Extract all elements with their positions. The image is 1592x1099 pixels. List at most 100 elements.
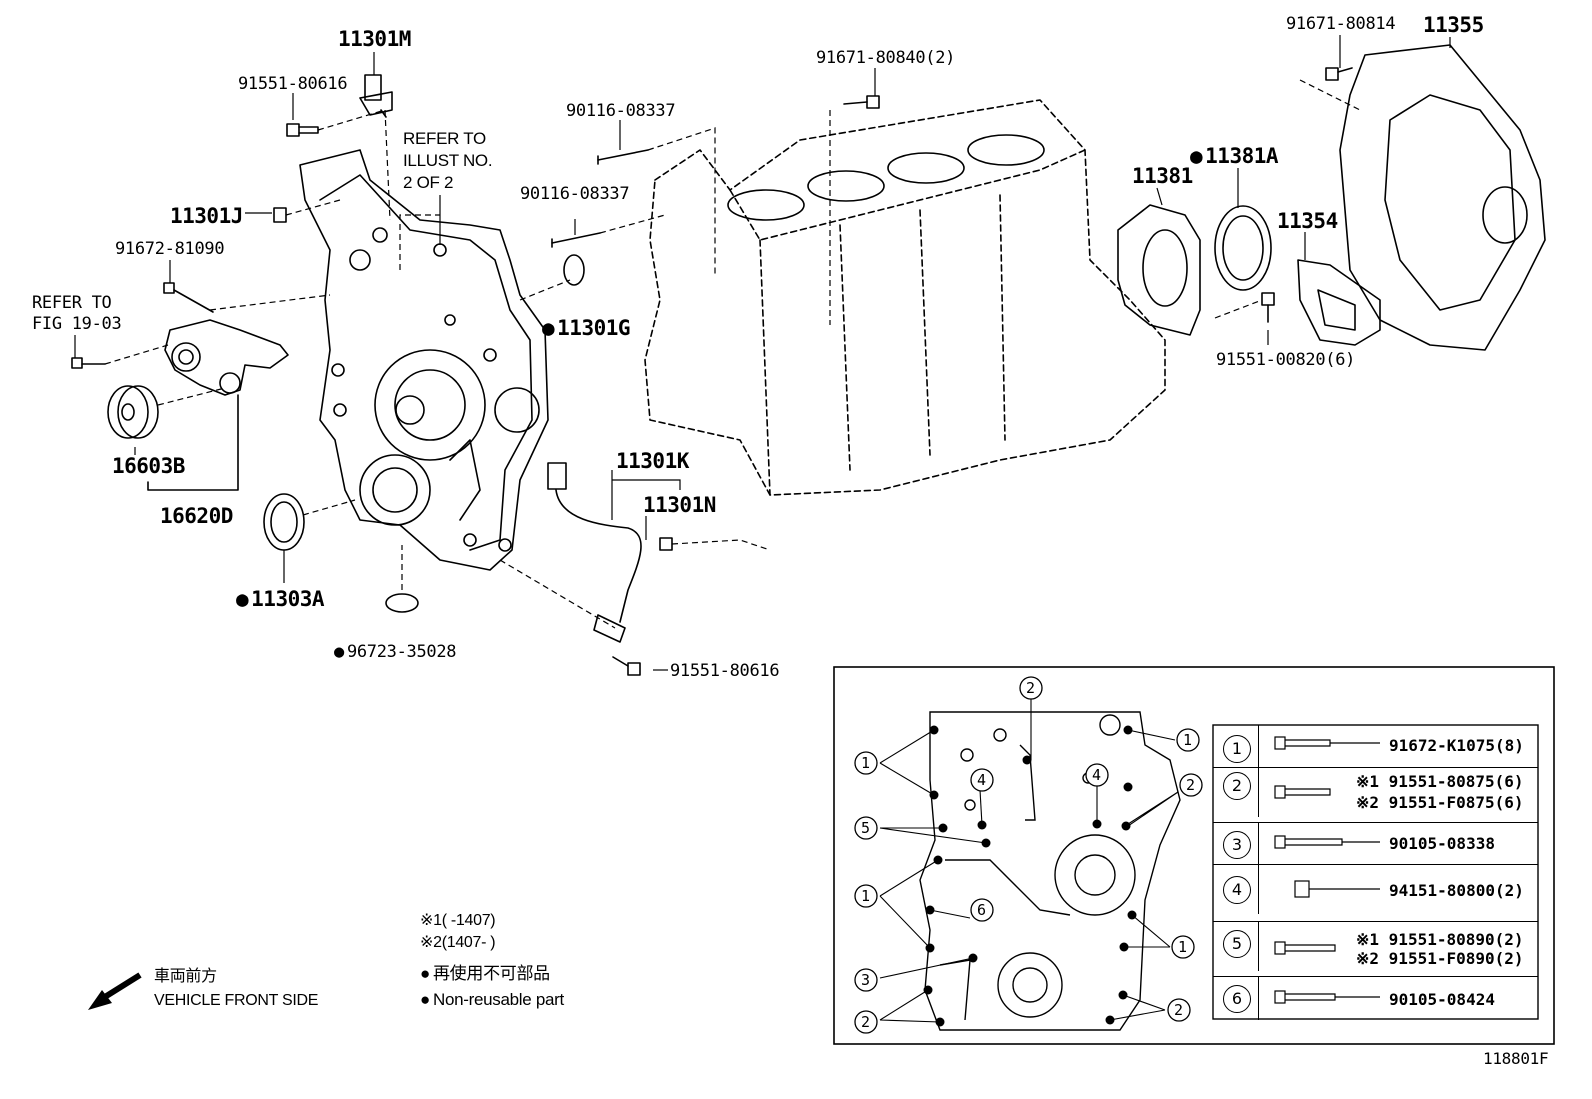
label-11301N: 11301N — [643, 493, 716, 517]
label-16620D: 16620D — [160, 504, 233, 528]
label-11354: 11354 — [1277, 209, 1338, 233]
label-91551-00820: 91551-00820(6) — [1216, 350, 1356, 370]
label-11301K: 11301K — [616, 449, 689, 473]
inset-callout-2-right: 2 — [1186, 776, 1195, 794]
legend-divider — [1258, 768, 1259, 817]
refer-illust-line1: REFER TO — [403, 129, 486, 148]
bracket-16620D — [147, 394, 239, 491]
label-11301M: 11301M — [338, 27, 411, 51]
legend-part-4: 94151-80800(2) — [1389, 881, 1524, 900]
label-11303A: 11303A — [236, 588, 324, 610]
legend-row-3: 3 90105-08338 — [1213, 822, 1538, 872]
note-nonreusable-jp-text: 再使用不可部品 — [432, 964, 550, 983]
label-90116-08337-b: 90116-08337 — [520, 184, 630, 204]
legend-num-2: 2 — [1223, 772, 1251, 800]
legend-part-2b: ※2 91551-F0875(6) — [1356, 793, 1524, 812]
label-91551-80616-bottom: 91551-80616 — [670, 661, 780, 681]
cylinder-bores — [727, 134, 1045, 221]
crank-sensor-11301K — [547, 462, 642, 643]
inset-callout-3: 3 — [861, 971, 870, 989]
label-11303A-text: 11303A — [251, 587, 325, 611]
timing-cover — [299, 149, 549, 571]
legend-num-5: 5 — [1223, 930, 1251, 958]
legend-row-5: 5 ※1 91551-80890(2) ※2 91551-F0890(2) — [1213, 921, 1538, 971]
label-91672-81090: 91672-81090 — [115, 239, 225, 259]
cover-11354 — [1297, 259, 1381, 346]
vehicle-front-label-jp: 車両前方 — [154, 968, 217, 985]
refer-fig-line1: REFER TO — [32, 293, 112, 313]
inset-callout-lines — [879, 698, 1179, 1023]
tensioner-assembly — [164, 319, 289, 396]
label-90116-08337-a: 90116-08337 — [566, 101, 676, 121]
legend-row-2: 2 ※1 91551-80875(6) ※2 91551-F0875(6) — [1213, 767, 1538, 817]
legend-bolt-icons — [1274, 736, 1380, 1004]
inset-callout-1-right: 1 — [1178, 938, 1187, 956]
note-nonreusable-en-text: Non-reusable part — [432, 990, 564, 1009]
legend-part-2a: ※1 91551-80875(6) — [1356, 772, 1524, 791]
label-16603B: 16603B — [112, 454, 185, 478]
stud-90116-b — [551, 232, 601, 248]
bolt-91551-bottom — [612, 656, 641, 676]
refer-illust-line3: 2 OF 2 — [403, 173, 454, 192]
inset-callout-2-bottomright: 2 — [1174, 1001, 1183, 1019]
inset-frame — [833, 666, 1555, 1045]
note-nonreusable-en: Non-reusable part — [420, 991, 564, 1009]
legend-num-4: 4 — [1223, 876, 1251, 904]
legend-part-6: 90105-08424 — [1389, 990, 1495, 1009]
legend-part-1: 91672-K1075(8) — [1389, 736, 1524, 755]
label-91671-80840: 91671-80840(2) — [816, 48, 956, 68]
legend-divider — [1258, 865, 1259, 914]
legend-part-5b: ※2 91551-F0890(2) — [1356, 949, 1524, 968]
label-91551-80616-top: 91551-80616 — [238, 74, 348, 94]
o-ring-96723 — [385, 593, 419, 613]
refer-illust-line2: ILLUST NO. — [403, 151, 493, 170]
legend-part-3: 90105-08338 — [1389, 834, 1495, 853]
label-11381A-text: 11381A — [1205, 144, 1279, 168]
legend-num-1: 1 — [1223, 735, 1251, 763]
inset-callout-2-top: 2 — [1026, 679, 1035, 697]
bolt-91671-80814 — [1325, 67, 1353, 81]
bolt-91671-80840 — [843, 95, 880, 109]
nut-11301J — [273, 207, 287, 223]
inset-callout-circles — [854, 676, 1203, 1034]
refer-illust-note: REFER TO ILLUST NO. 2 OF 2 — [403, 129, 493, 192]
engine-block — [644, 99, 1166, 496]
label-11355: 11355 — [1423, 13, 1484, 37]
inset-timing-cover — [919, 711, 1181, 1031]
stud-90116-a — [597, 149, 649, 165]
label-91671-80814: 91671-80814 — [1286, 14, 1396, 34]
legend-divider — [1258, 725, 1259, 774]
inset-callout-5: 5 — [861, 819, 870, 837]
bolt-91551-top — [286, 123, 319, 137]
inset-callout-6: 6 — [977, 901, 986, 919]
label-11381: 11381 — [1132, 164, 1193, 188]
inset-callout-1-topleft: 1 — [861, 754, 870, 772]
cam-sensor-11301M — [359, 74, 393, 118]
label-11301J: 11301J — [170, 204, 243, 228]
retainer-11381 — [1117, 204, 1201, 336]
bolt-refer-fig — [71, 357, 106, 369]
legend-table-frame — [1212, 724, 1539, 1020]
note-date-range-1: ※1( -1407) — [420, 912, 496, 929]
legend-row-4: 4 94151-80800(2) — [1213, 864, 1538, 914]
vehicle-front-arrow — [88, 972, 142, 1010]
legend-num-3: 3 — [1223, 831, 1251, 859]
o-ring-11301G — [563, 254, 585, 286]
label-11301G-text: 11301G — [557, 316, 631, 340]
inset-callout-1-left: 1 — [861, 887, 870, 905]
note-date-range-2: ※2(1407- ) — [420, 934, 496, 951]
refer-fig-line2: FIG 19-03 — [32, 314, 122, 334]
legend-divider — [1258, 922, 1259, 971]
refer-fig-note: REFER TO FIG 19-03 — [32, 293, 122, 334]
inset-callout-4-left: 4 — [977, 771, 986, 789]
vehicle-front-label-en: VEHICLE FRONT SIDE — [154, 992, 319, 1009]
note-nonreusable-jp: 再使用不可部品 — [420, 965, 550, 983]
legend-divider — [1258, 977, 1259, 1020]
legend-num-6: 6 — [1223, 985, 1251, 1013]
label-96723-35028-text: 96723-35028 — [346, 642, 457, 662]
bolt-91672 — [163, 282, 214, 313]
label-11301G: 11301G — [542, 317, 630, 339]
inset-callout-2-bottomleft: 2 — [861, 1013, 870, 1031]
idler-pulley-16603B — [107, 385, 159, 439]
rear-oil-seal-11381A — [1214, 205, 1272, 291]
